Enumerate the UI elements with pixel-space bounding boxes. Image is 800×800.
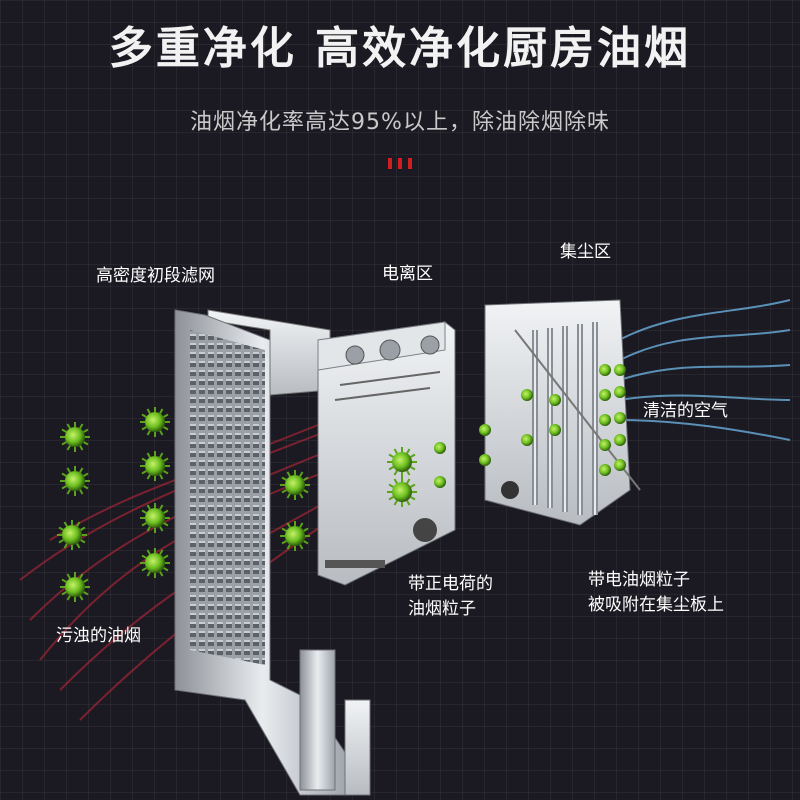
label-charged-line1: 带正电荷的 (408, 574, 493, 594)
collected-particle (614, 459, 626, 471)
spiky-particle (60, 422, 90, 452)
spiky-particle (140, 407, 170, 437)
ionization-module (317, 321, 456, 586)
label-adsorbed-line1: 带电油烟粒子 (588, 570, 690, 590)
spiky-particle (60, 466, 90, 496)
subtitle: 油烟净化率高达95%以上，除油除烟除味 (190, 110, 610, 135)
prefilter-panel (174, 309, 371, 796)
collected-particle (549, 394, 561, 406)
label-charged-particles: 带正电荷的 油烟粒子 (408, 572, 493, 622)
label-ionization: 电离区 (382, 264, 433, 284)
spiky-particle (280, 470, 310, 500)
collected-particle (434, 442, 446, 454)
collected-particle (434, 476, 446, 488)
label-charged-line2: 油烟粒子 (408, 599, 476, 619)
label-collection: 集尘区 (560, 242, 611, 262)
clean-air-streams (609, 299, 791, 441)
collected-particle (599, 389, 611, 401)
collected-particle (614, 412, 626, 424)
collected-particle (549, 424, 561, 436)
collected-particle (599, 464, 611, 476)
collected-particle (521, 434, 533, 446)
oil-particles (57, 364, 626, 602)
spiky-particle (140, 451, 170, 481)
spiky-particle (57, 520, 87, 550)
collected-particle (599, 439, 611, 451)
label-adsorbed: 带电油烟粒子 被吸附在集尘板上 (588, 568, 724, 618)
collected-particle (599, 364, 611, 376)
spiky-particle (387, 447, 417, 477)
accent-dots (388, 158, 412, 169)
label-clean-air: 清洁的空气 (643, 401, 728, 421)
spiky-particle (387, 477, 417, 507)
collected-particle (614, 364, 626, 376)
label-adsorbed-line2: 被吸附在集尘板上 (588, 595, 724, 615)
collected-particle (599, 414, 611, 426)
collected-particle (479, 424, 491, 436)
collected-particle (479, 454, 491, 466)
collection-module (484, 299, 641, 526)
spiky-particle (60, 572, 90, 602)
spiky-particle (280, 521, 310, 551)
spiky-particle (140, 503, 170, 533)
collected-particle (521, 389, 533, 401)
headline: 多重净化 高效净化厨房油烟 (108, 23, 692, 74)
label-dirty-smoke: 污浊的油烟 (56, 626, 141, 646)
spiky-particle (140, 548, 170, 578)
collected-particle (614, 434, 626, 446)
collected-particle (614, 386, 626, 398)
label-prefilter: 高密度初段滤网 (96, 266, 215, 286)
